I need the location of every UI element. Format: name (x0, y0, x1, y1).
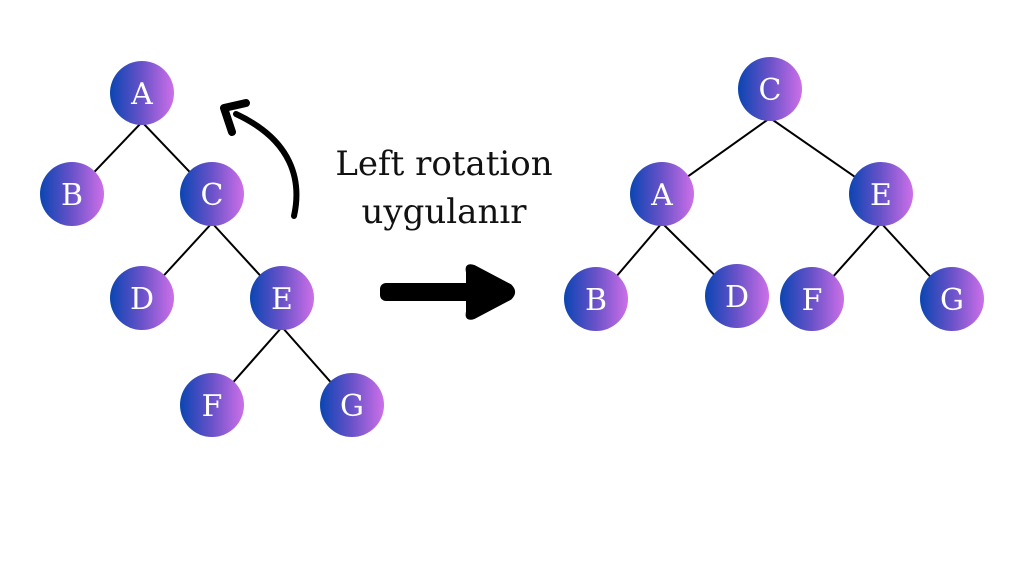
node-circle (180, 162, 244, 226)
node-label: E (271, 282, 293, 317)
caption-line-2: uygulanır (361, 192, 527, 232)
node-circle (705, 264, 769, 328)
before-node-f: F (180, 373, 244, 437)
right-arrow-icon (380, 264, 515, 320)
before-edge-a-b (92, 121, 143, 174)
node-circle (320, 373, 384, 437)
caption-line-1: Left rotation (335, 144, 553, 184)
node-circle (738, 57, 802, 121)
after-node-f: F (780, 267, 844, 331)
after-node-b: B (564, 267, 628, 331)
before-node-b: B (40, 162, 104, 226)
after-edge-e-g (880, 222, 932, 279)
node-label: E (870, 178, 892, 213)
node-label: G (340, 389, 364, 424)
node-circle (564, 267, 628, 331)
before-edge-c-d (162, 222, 213, 278)
after-node-c: C (738, 57, 802, 121)
node-label: C (759, 73, 782, 108)
node-circle (780, 267, 844, 331)
node-circle (110, 266, 174, 330)
after-edge-a-b (615, 222, 663, 278)
after-tree-edges (615, 117, 932, 279)
after-edge-c-a (686, 117, 771, 179)
before-node-a: A (110, 61, 174, 125)
before-node-e: E (250, 266, 314, 330)
before-edge-c-e (211, 222, 262, 278)
node-circle (250, 266, 314, 330)
node-label: C (201, 178, 224, 213)
before-edge-e-g (281, 326, 333, 384)
after-node-a: A (630, 162, 694, 226)
before-edge-e-f (231, 326, 283, 384)
node-circle (180, 373, 244, 437)
node-circle (110, 61, 174, 125)
after-edge-a-d (661, 222, 716, 277)
node-label: D (725, 280, 749, 315)
after-node-d: D (705, 264, 769, 328)
node-label: G (940, 283, 964, 318)
after-node-e: E (849, 162, 913, 226)
node-label: D (130, 282, 154, 317)
before-edge-a-c (141, 121, 192, 174)
node-label: F (202, 389, 223, 424)
before-tree-edges (92, 121, 333, 384)
after-edge-c-e (769, 117, 857, 179)
node-circle (40, 162, 104, 226)
before-node-g: G (320, 373, 384, 437)
node-circle (849, 162, 913, 226)
before-node-c: C (180, 162, 244, 226)
before-tree: A B C D E F G (40, 61, 384, 437)
curved-arrow-icon (220, 99, 300, 219)
node-label: A (130, 77, 153, 112)
caption: Left rotation uygulanır (320, 140, 568, 236)
node-label: A (650, 178, 673, 213)
node-label: B (585, 283, 607, 318)
before-node-d: D (110, 266, 174, 330)
node-circle (630, 162, 694, 226)
node-label: B (61, 178, 83, 213)
after-edge-e-f (831, 222, 882, 278)
after-tree: C A E B D F G (564, 57, 984, 331)
node-label: F (802, 283, 823, 318)
after-node-g: G (920, 267, 984, 331)
node-circle (920, 267, 984, 331)
